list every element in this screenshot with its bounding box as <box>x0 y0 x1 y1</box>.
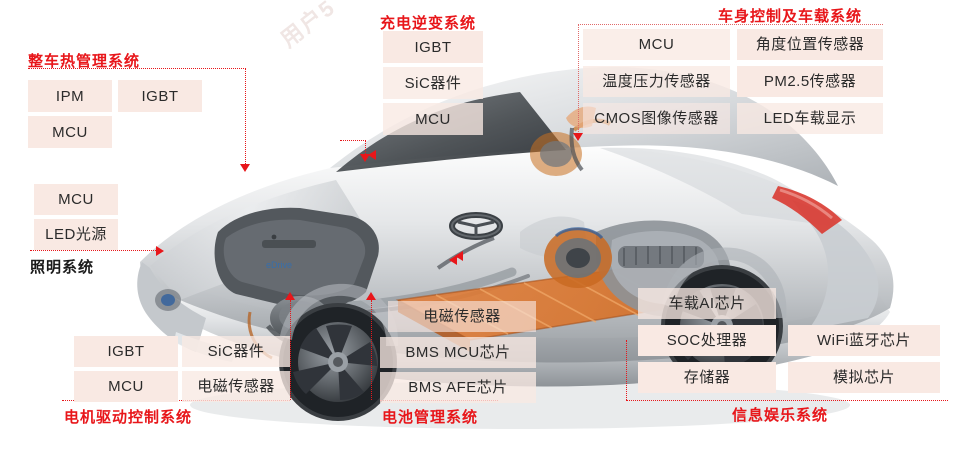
battery-arrow <box>366 292 376 300</box>
section-title-motor-drive: 电机驱动控制系统 <box>64 409 193 426</box>
chip-motor-em-sensor[interactable]: 电磁传感器 <box>182 371 290 402</box>
section-title-battery: 电池管理系统 <box>382 409 479 426</box>
chip-info-analog[interactable]: 模拟芯片 <box>788 362 940 393</box>
chip-lighting-led[interactable]: LED光源 <box>34 219 118 250</box>
infotainment-connector-horizontal <box>626 400 948 401</box>
body-arrow <box>573 133 583 141</box>
chip-battery-bms-afe[interactable]: BMS AFE芯片 <box>380 372 536 403</box>
svg-text:eDrive: eDrive <box>266 260 292 270</box>
thermal-connector-vertical <box>245 68 246 166</box>
section-title-thermal: 整车热管理系统 <box>28 53 141 70</box>
section-title-infotainment: 信息娱乐系统 <box>732 407 829 424</box>
chip-body-temp-pressure-sensor[interactable]: 温度压力传感器 <box>583 66 730 97</box>
charging-connector-vertical <box>365 140 366 156</box>
chip-charging-igbt[interactable]: IGBT <box>383 31 483 63</box>
pointer-arrow-cowl <box>368 150 376 160</box>
chip-info-soc[interactable]: SOC处理器 <box>638 325 776 356</box>
chip-charging-sic[interactable]: SiC器件 <box>383 67 483 99</box>
chip-motor-igbt[interactable]: IGBT <box>74 336 178 367</box>
battery-connector-vertical <box>371 300 372 400</box>
charging-arrow <box>360 154 370 162</box>
lighting-connector-horizontal <box>30 250 158 251</box>
watermark-text: 用户5 <box>275 0 341 53</box>
chip-body-mcu[interactable]: MCU <box>583 29 730 60</box>
chip-battery-em-sensor[interactable]: 电磁传感器 <box>388 301 536 332</box>
section-title-body-control: 车身控制及车载系统 <box>718 8 863 25</box>
chip-motor-mcu[interactable]: MCU <box>74 371 178 402</box>
battery-arrow-secondary <box>455 251 463 261</box>
lighting-arrow <box>156 246 164 256</box>
body-connector-horizontal <box>578 24 883 25</box>
charging-connector-horizontal <box>340 140 366 141</box>
chip-charging-mcu[interactable]: MCU <box>383 103 483 135</box>
chip-body-pm25-sensor[interactable]: PM2.5传感器 <box>737 66 883 97</box>
chip-thermal-igbt[interactable]: IGBT <box>118 80 202 112</box>
section-title-lighting: 照明系统 <box>30 259 95 276</box>
chip-lighting-mcu[interactable]: MCU <box>34 184 118 215</box>
chip-motor-sic[interactable]: SiC器件 <box>182 336 290 367</box>
chip-body-cmos-sensor[interactable]: CMOS图像传感器 <box>583 103 730 134</box>
infotainment-connector-vertical <box>626 340 627 400</box>
thermal-connector-horizontal <box>28 68 246 69</box>
chip-body-angle-sensor[interactable]: 角度位置传感器 <box>737 29 883 60</box>
pointer-arrow-tunnel <box>449 255 457 265</box>
chip-body-led-display[interactable]: LED车载显示 <box>737 103 883 134</box>
thermal-arrow <box>240 164 250 172</box>
chip-info-storage[interactable]: 存储器 <box>638 362 776 393</box>
chip-battery-bms-mcu[interactable]: BMS MCU芯片 <box>380 337 536 368</box>
motor-arrow <box>285 292 295 300</box>
section-title-charging: 充电逆变系统 <box>380 15 477 32</box>
chip-info-ai[interactable]: 车载AI芯片 <box>638 288 776 319</box>
body-connector-vertical <box>578 24 579 136</box>
chip-info-wifi-bt[interactable]: WiFi蓝牙芯片 <box>788 325 940 356</box>
chip-thermal-mcu[interactable]: MCU <box>28 116 112 148</box>
motor-connector-vertical <box>290 300 291 400</box>
chip-thermal-ipm[interactable]: IPM <box>28 80 112 112</box>
